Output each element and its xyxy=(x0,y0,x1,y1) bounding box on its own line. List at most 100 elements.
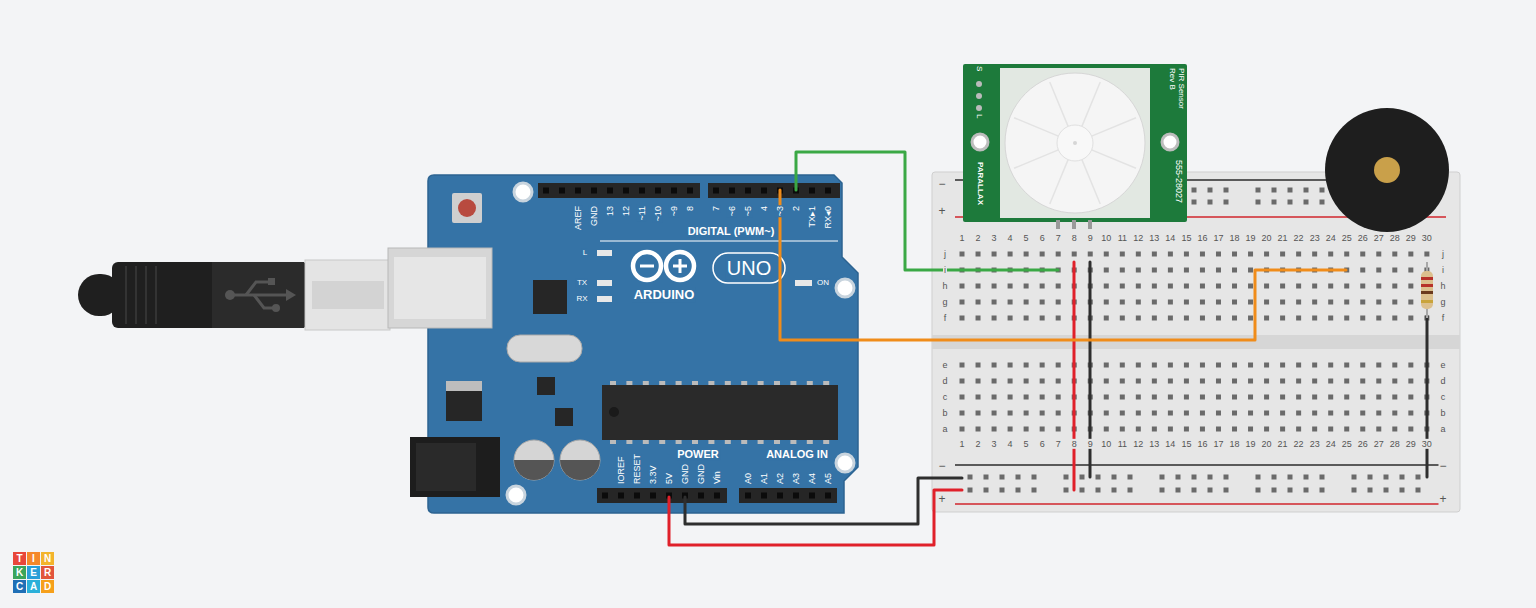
breadboard-label: 30 xyxy=(1421,233,1433,243)
breadboard-outline-part xyxy=(1248,363,1253,368)
breadboard-outline-part xyxy=(976,395,981,400)
breadboard-outline-part xyxy=(1408,395,1413,400)
breadboard-outline-part xyxy=(1120,379,1125,384)
usb-cable-part xyxy=(232,282,286,308)
breadboard-outline-part xyxy=(1120,252,1125,257)
breadboard-outline-part xyxy=(1136,395,1141,400)
breadboard-outline-part xyxy=(1328,395,1333,400)
breadboard-outline-part xyxy=(1208,188,1213,193)
breadboard-outline-part xyxy=(1104,395,1109,400)
board-label: RX xyxy=(575,294,588,303)
breadboard-label: 25 xyxy=(1341,233,1353,243)
breadboard-outline-part xyxy=(1272,475,1277,480)
breadboard-outline-part xyxy=(1408,268,1413,273)
arduino-board-outline-part xyxy=(555,408,573,426)
brand-logo-part xyxy=(13,580,26,593)
arduino-board-outline-part xyxy=(618,493,624,499)
arduino-board-outline-part xyxy=(600,241,838,242)
board-label: L xyxy=(582,248,588,257)
resistor-symbol-part xyxy=(1421,291,1433,294)
breadboard-outline-part xyxy=(1056,284,1061,289)
usb-cable-part xyxy=(305,260,390,330)
breadboard-label: 24 xyxy=(1325,439,1337,449)
breadboard-outline-part xyxy=(1056,395,1061,400)
arduino-board-outline-part xyxy=(597,296,612,302)
breadboard-label: e xyxy=(1439,360,1446,370)
breadboard-label: 15 xyxy=(1180,233,1192,243)
board-label: ANALOG IN xyxy=(765,448,829,461)
board-label: RESET xyxy=(632,453,642,485)
breadboard-outline-part xyxy=(1200,427,1205,432)
breadboard-outline-part xyxy=(1360,395,1365,400)
arduino-board-outline-part xyxy=(687,188,693,194)
breadboard-outline-part xyxy=(1392,395,1397,400)
breadboard-outline-part xyxy=(1088,252,1093,257)
arduino-board-outline-part xyxy=(597,280,612,286)
breadboard-outline-part xyxy=(1032,475,1037,480)
breadboard-label: h xyxy=(941,281,948,291)
breadboard-outline-part xyxy=(1208,475,1213,480)
breadboard-outline-part xyxy=(1024,395,1029,400)
breadboard-outline-part xyxy=(1040,379,1045,384)
pir-sensor-outline-part xyxy=(1057,125,1093,161)
breadboard-label: 24 xyxy=(1325,233,1337,243)
arduino-board-outline-part xyxy=(634,493,640,499)
usb-cable xyxy=(78,260,390,330)
breadboard-label: 29 xyxy=(1405,439,1417,449)
breadboard-outline-part xyxy=(1152,316,1157,321)
breadboard-outline-part xyxy=(1120,427,1125,432)
breadboard-outline-part xyxy=(1104,427,1109,432)
arduino-board-outline-part xyxy=(739,488,837,503)
breadboard-outline-part xyxy=(1056,363,1061,368)
breadboard-outline-part xyxy=(1016,475,1021,480)
board-label: ~9 xyxy=(669,205,679,217)
breadboard-outline-part xyxy=(1328,316,1333,321)
arduino-board-outline-part xyxy=(537,377,555,395)
breadboard-outline-part xyxy=(1184,411,1189,416)
breadboard-outline-part xyxy=(1024,411,1029,416)
arduino-board-outline-part xyxy=(836,279,854,297)
breadboard-outline-part xyxy=(1200,395,1205,400)
breadboard-outline-part xyxy=(1024,300,1029,305)
breadboard-outline-part xyxy=(1232,427,1237,432)
breadboard-outline-part xyxy=(1040,427,1045,432)
breadboard-outline-part xyxy=(1304,200,1309,205)
usb-cable-part xyxy=(272,304,280,312)
breadboard-outline-part xyxy=(984,475,989,480)
breadboard-label: 16 xyxy=(1196,233,1208,243)
breadboard-outline-part xyxy=(1296,411,1301,416)
breadboard-outline-part xyxy=(1192,488,1197,493)
breadboard-outline-part xyxy=(1296,427,1301,432)
breadboard-label: + xyxy=(937,493,946,507)
breadboard-label: c xyxy=(1440,392,1447,402)
usb-cable-part xyxy=(268,278,275,285)
breadboard-label: 5 xyxy=(1023,233,1030,243)
brand-logo-part xyxy=(41,566,54,579)
arduino-board-outline-part xyxy=(825,188,831,194)
breadboard-outline-part xyxy=(1288,475,1293,480)
arduino-board-outline-part xyxy=(745,493,751,499)
brand-letter: N xyxy=(44,553,51,565)
sensor-label: PIR Sensor Rev B xyxy=(1168,68,1186,114)
breadboard-outline-part xyxy=(1344,284,1349,289)
breadboard-label: h xyxy=(1439,281,1446,291)
breadboard-outline-part xyxy=(1200,268,1205,273)
breadboard-outline-part xyxy=(1248,411,1253,416)
breadboard-outline-part xyxy=(1104,316,1109,321)
resistor-symbol-part xyxy=(1421,300,1433,303)
pir-sensor-outline xyxy=(963,64,1187,222)
arduino-board-outline-part xyxy=(640,265,654,268)
breadboard-label: 11 xyxy=(1117,233,1128,243)
breadboard-outline-part xyxy=(1344,411,1349,416)
breadboard-outline-part xyxy=(1424,252,1429,257)
breadboard-outline-part xyxy=(1392,379,1397,384)
brand-logo-part xyxy=(13,566,26,579)
breadboard-outline-part xyxy=(1360,379,1365,384)
breadboard-outline-part xyxy=(1008,316,1013,321)
breadboard-outline-part xyxy=(1248,395,1253,400)
breadboard-outline-part xyxy=(1200,300,1205,305)
breadboard-outline-part xyxy=(1168,300,1173,305)
arduino-board-outline-part xyxy=(507,335,582,362)
